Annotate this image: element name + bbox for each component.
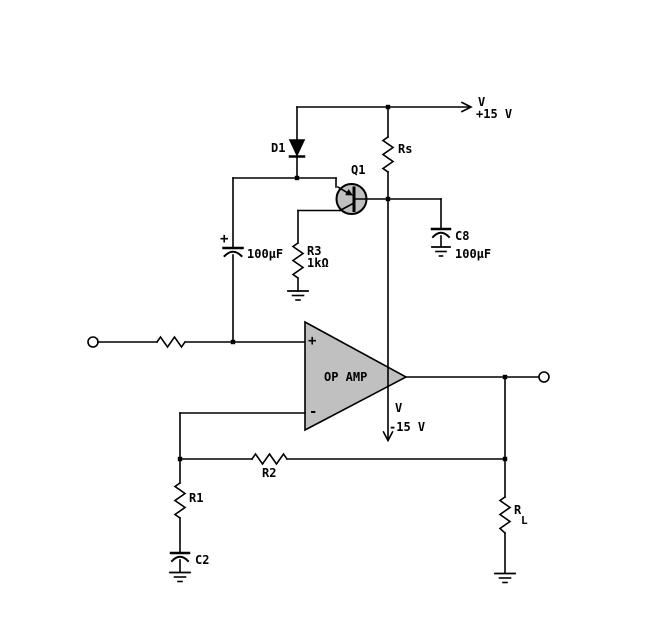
- r2-zigzag: [250, 452, 289, 466]
- junction-dot: [177, 456, 183, 462]
- input-branch: [87, 335, 306, 349]
- c8-value: 100µF: [455, 247, 491, 261]
- diode-triangle-icon: [288, 139, 306, 157]
- resistor-r3[interactable]: R3 1kΩ: [287, 241, 329, 301]
- arrow-down-icon: [382, 430, 394, 443]
- cap-plate-curved: [223, 250, 243, 258]
- rs-label: Rs: [398, 142, 412, 156]
- r3-value: 1kΩ: [307, 256, 329, 270]
- junction-dot: [230, 339, 236, 345]
- diode-d1[interactable]: D1: [271, 106, 306, 179]
- cap-value: 100µF: [247, 247, 283, 261]
- junction-dot: [385, 104, 391, 110]
- c2-plate-curved: [170, 555, 190, 563]
- q1-collector-lead: [338, 201, 356, 212]
- power-rail-negative: V -15 V: [382, 198, 425, 443]
- junction-dot: [294, 175, 300, 181]
- r1-label: R1: [189, 491, 203, 505]
- resistor-rl[interactable]: R L: [494, 458, 528, 584]
- input-terminal[interactable]: [87, 336, 99, 348]
- rs-zigzag: [381, 135, 395, 174]
- input-resistor[interactable]: [155, 335, 187, 349]
- resistor-r1[interactable]: R1: [173, 458, 203, 553]
- resistor-rs[interactable]: Rs: [381, 106, 412, 200]
- cap-polarity-plus: +: [220, 231, 228, 247]
- supply-neg-value: -15 V: [389, 420, 425, 434]
- q1-emitter-arrow-icon: [345, 189, 353, 196]
- opamp-label: OP AMP: [324, 370, 367, 384]
- output-branch: [405, 371, 550, 460]
- feedback-wires: [179, 412, 306, 460]
- transistor-q1[interactable]: Q1: [297, 163, 389, 244]
- power-rail-positive: V +15 V: [296, 95, 512, 121]
- junction-dot: [502, 456, 508, 462]
- c8-label: C8: [455, 229, 469, 243]
- supply-pos-symbol: V: [478, 95, 485, 109]
- junction-dot: [502, 374, 508, 380]
- node-wires: [232, 177, 337, 248]
- capacitor-c2[interactable]: C2: [169, 551, 209, 583]
- rl-subscript: L: [521, 514, 528, 527]
- arrow-right-icon: [460, 101, 473, 113]
- q1-emitter-lead: [336, 185, 349, 194]
- opamp[interactable]: + - OP AMP: [304, 320, 408, 432]
- opamp-noninverting-input: +: [308, 333, 316, 349]
- rl-zigzag: [498, 495, 512, 535]
- junction-dot: [385, 196, 391, 202]
- c2-label: C2: [195, 553, 209, 567]
- r2-label: R2: [262, 466, 276, 480]
- r1-zigzag: [173, 481, 187, 520]
- supply-neg-symbol: V: [395, 401, 402, 415]
- output-terminal[interactable]: [538, 371, 550, 383]
- r3-label: R3: [307, 244, 321, 258]
- opamp-triangle: [304, 320, 408, 432]
- r3-zigzag: [291, 241, 305, 280]
- capacitor-c8[interactable]: C8 100µF: [387, 198, 491, 261]
- c8-plate-curved: [431, 231, 451, 239]
- rl-label: R: [514, 503, 522, 517]
- opamp-inverting-input: -: [309, 404, 317, 420]
- q1-label: Q1: [351, 163, 365, 177]
- supply-pos-value: +15 V: [476, 107, 512, 121]
- d1-label: D1: [271, 141, 285, 155]
- junction-dots: [177, 104, 508, 462]
- capacitor-bypass-100uf[interactable]: + 100µF: [220, 231, 283, 343]
- resistor-r2[interactable]: R2: [179, 452, 506, 480]
